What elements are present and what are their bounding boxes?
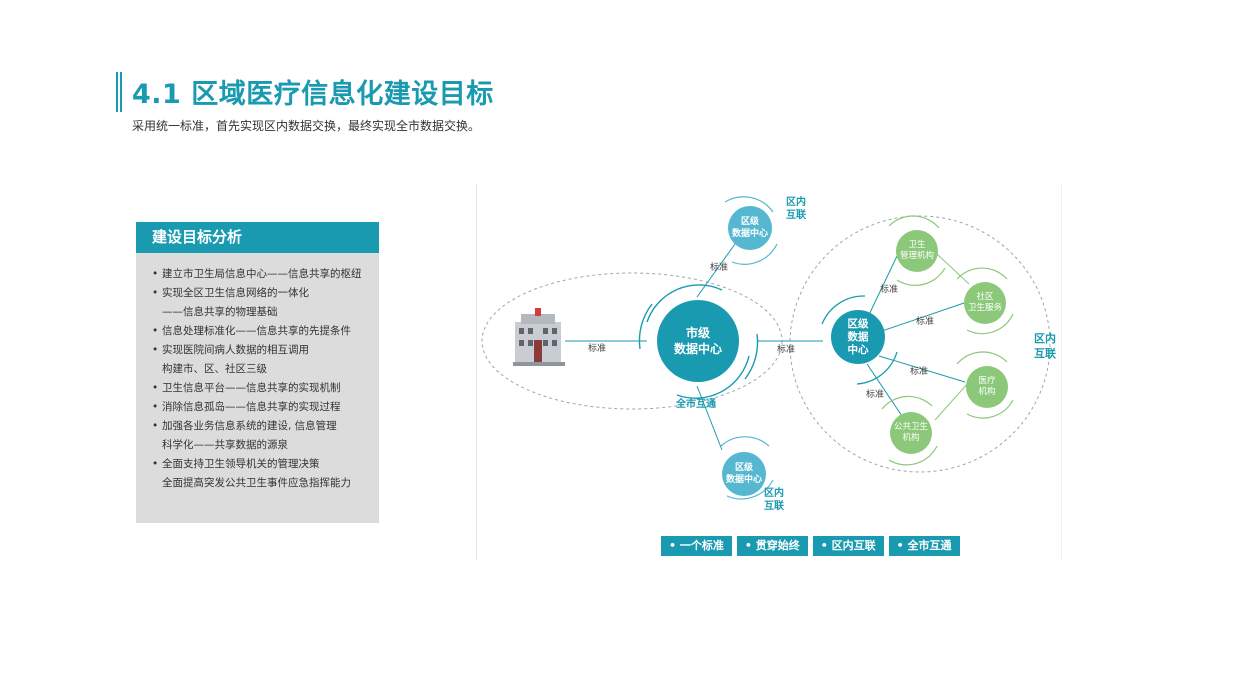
page-title: 4.1 区域医疗信息化建设目标 xyxy=(132,79,494,110)
standard-label: 标准 xyxy=(588,344,607,354)
city-link-label: 全市互通 xyxy=(676,399,716,410)
link-mgmt-community xyxy=(936,253,970,285)
right-district-rings xyxy=(821,295,898,385)
standard-label: 标准 xyxy=(910,367,929,377)
analysis-panel: 建设目标分析 •建立市卫生局信息中心——信息共享的枢纽 •实现全区卫生信息网络的… xyxy=(136,222,379,523)
city-data-center: 市级数据中心 xyxy=(657,300,739,382)
list-item: •加强各业务信息系统的建设, 信息管理科学化——共享数据的源泉 xyxy=(152,420,337,451)
inner-district-link-label: 区内互联 xyxy=(764,488,784,512)
list-item: •全面支持卫生领导机关的管理决策全面提高突发公共卫生事件应急指挥能力 xyxy=(152,458,351,489)
standard-label: 标准 xyxy=(866,390,885,400)
top-district-rings xyxy=(720,196,778,500)
health-management-node: 卫生管理机构 xyxy=(896,230,938,272)
district-boundary xyxy=(789,215,1051,473)
district-data-center-main: 区级数据中心 xyxy=(831,310,885,364)
inner-district-link-label: 区内互联 xyxy=(786,197,806,221)
tag-city-link: • 全市互通 xyxy=(888,536,960,556)
page-subtitle: 采用统一标准，首先实现区内数据交换，最终实现全市数据交换。 xyxy=(132,119,481,133)
list-item: •消除信息孤岛——信息共享的实现过程 xyxy=(152,401,341,413)
list-item: •实现全区卫生信息网络的一体化——信息共享的物理基础 xyxy=(152,287,309,318)
tag-throughout: • 贯穿始终 xyxy=(736,536,808,556)
list-item: •建立市卫生局信息中心——信息共享的枢纽 xyxy=(152,268,362,280)
panel-title: 建设目标分析 xyxy=(136,222,379,253)
tag-district-link: • 区内互联 xyxy=(812,536,884,556)
inner-district-link-label: 区内互联 xyxy=(1034,332,1056,360)
diagram-lines xyxy=(481,196,1051,500)
standard-label: 标准 xyxy=(916,317,935,327)
district-data-center-top: 区级数据中心 xyxy=(728,206,772,250)
link-medical-public xyxy=(934,381,970,421)
hospital-building-icon xyxy=(513,308,565,366)
network-diagram: 市级数据中心 区级数据中心 区级数据中心 区级数据中心 卫生管理机构 社区卫生服… xyxy=(476,184,1062,560)
medical-institution-node: 医疗机构 xyxy=(966,366,1008,408)
list-item: •卫生信息平台——信息共享的实现机制 xyxy=(152,382,341,394)
green-rings xyxy=(881,215,1014,466)
link-district-public xyxy=(866,363,903,417)
standard-label: 标准 xyxy=(710,263,729,273)
goal-list: •建立市卫生局信息中心——信息共享的枢纽 •实现全区卫生信息网络的一体化——信息… xyxy=(136,253,379,493)
list-item: •信息处理标准化——信息共享的先提条件 xyxy=(152,325,351,337)
standard-label: 标准 xyxy=(777,345,796,355)
list-item: •实现医院间病人数据的相互调用构建市、区、社区三级 xyxy=(152,344,309,375)
city-rings xyxy=(638,284,759,399)
public-health-node: 公共卫生机构 xyxy=(890,412,932,454)
title-accent-bar xyxy=(116,72,122,112)
community-health-node: 社区卫生服务 xyxy=(964,282,1006,324)
district-data-center-bottom: 区级数据中心 xyxy=(722,452,766,496)
link-city-bottomdistrict xyxy=(696,385,723,451)
link-city-topdistrict xyxy=(696,243,736,298)
link-district-mgmt xyxy=(866,255,898,320)
standard-label: 标准 xyxy=(880,285,899,295)
link-district-community xyxy=(878,301,968,333)
summary-tags: • 一个标准 • 贯穿始终 • 区内互联 • 全市互通 xyxy=(661,536,960,556)
tag-one-standard: • 一个标准 xyxy=(661,536,732,556)
